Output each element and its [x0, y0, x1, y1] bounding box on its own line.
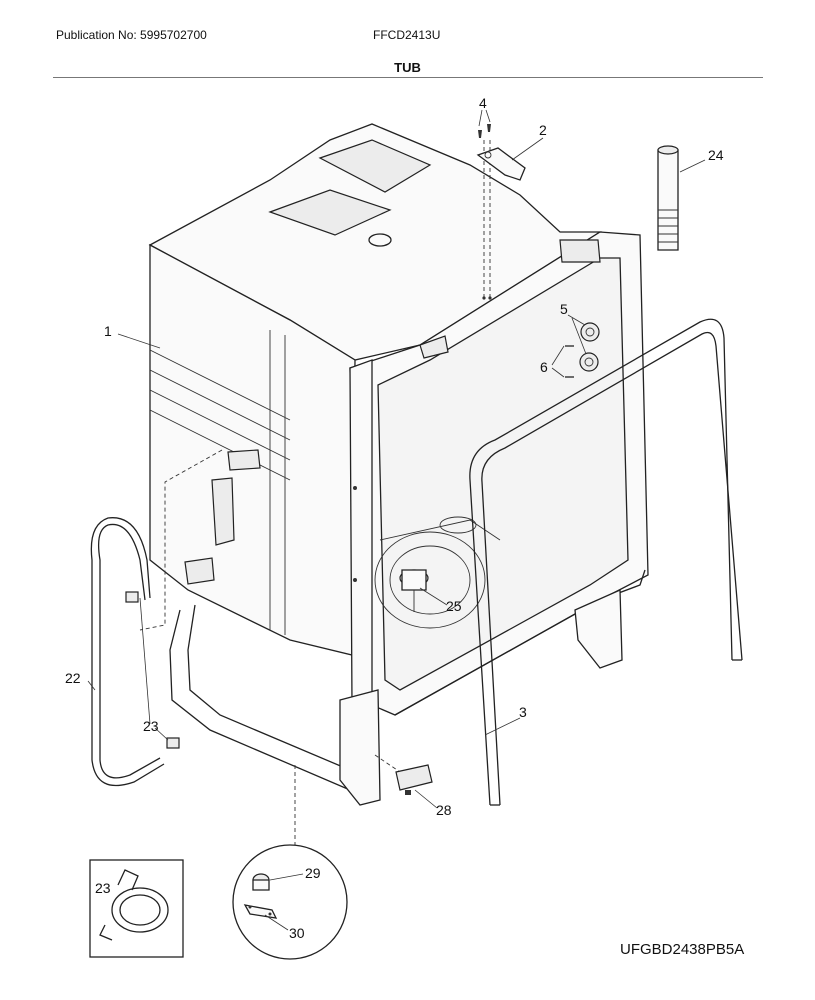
- mounting-bracket: [476, 124, 526, 181]
- header-divider: [53, 77, 763, 78]
- callout-30: 30: [289, 925, 305, 941]
- leader-lines: [87, 109, 706, 931]
- door-switch: [395, 764, 433, 795]
- model-number: FFCD2413U: [373, 28, 441, 42]
- callout-28: 28: [436, 802, 452, 818]
- door-gasket: [469, 318, 743, 806]
- section-title: TUB: [394, 60, 421, 75]
- callout-4: 4: [479, 95, 487, 111]
- float-assembly: [399, 569, 429, 612]
- callout-5: 5: [560, 301, 568, 317]
- callout-6: 6: [540, 359, 548, 375]
- callout-1: 1: [104, 323, 112, 339]
- hose-clamps: [125, 591, 180, 749]
- tub-assembly: [139, 123, 649, 845]
- callout-labels: 1 2 3 4 5 6 22 23 23 24 25 28 29 30: [65, 95, 724, 941]
- callout-23: 23: [143, 718, 159, 734]
- publication-number: Publication No: 5995702700: [56, 28, 207, 42]
- callout-3: 3: [519, 704, 527, 720]
- hinge-cap-parts: [565, 322, 600, 378]
- diagram-code: UFGBD2438PB5A: [620, 941, 745, 958]
- callout-22: 22: [65, 670, 81, 686]
- callout-2: 2: [539, 122, 547, 138]
- callout-25: 25: [446, 598, 462, 614]
- callout-23-detail: 23: [95, 880, 111, 896]
- clamp-detail-box: [89, 859, 184, 958]
- callout-24: 24: [708, 147, 724, 163]
- sensor-detail-circle: [232, 844, 348, 960]
- vent-tube: [657, 145, 679, 251]
- drain-hose: [90, 517, 165, 787]
- callout-29: 29: [305, 865, 321, 881]
